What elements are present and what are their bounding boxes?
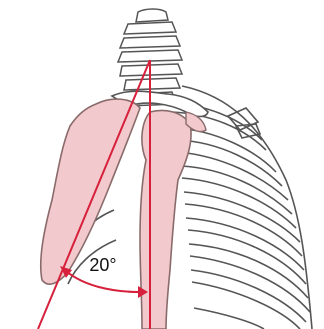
vertebra-1: [136, 9, 168, 22]
angle-value: 20: [89, 255, 109, 275]
humerus: [140, 111, 191, 329]
rib-7: [190, 256, 310, 312]
vertebra-6: [124, 78, 180, 90]
vertebra-2: [124, 22, 176, 34]
angle-label: 20°: [86, 255, 120, 275]
rib-7-lower: [191, 270, 306, 322]
rib-5: [185, 204, 302, 256]
vertebra-3: [120, 36, 180, 48]
rib-9: [194, 308, 264, 329]
rib-5-lower: [186, 218, 304, 270]
degree-symbol: °: [109, 255, 116, 275]
